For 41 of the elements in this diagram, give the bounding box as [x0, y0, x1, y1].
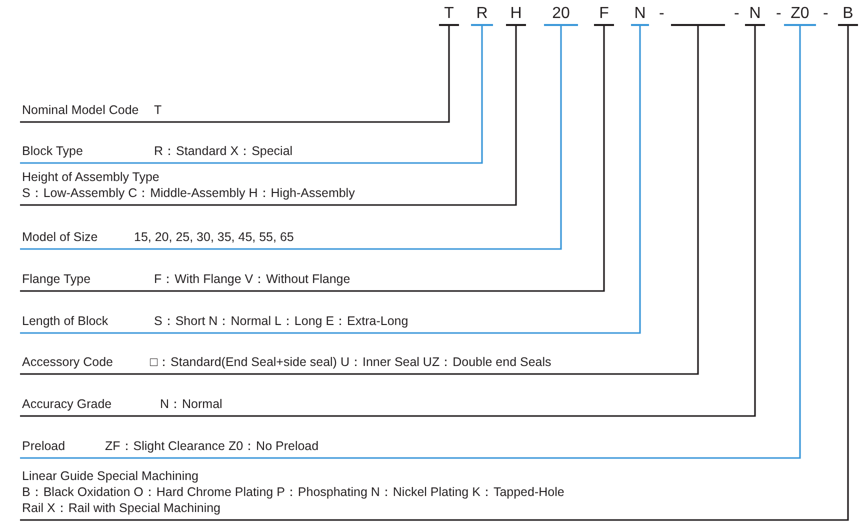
option-text: B：Black Oxidation O：Hard Chrome Plating P：Phosphating N：Nickel Plating K：Tapped-Hole Rail X：Rail with Special Machining: [22, 484, 566, 516]
code-character: Z0: [784, 4, 816, 26]
leader-line: [20, 26, 849, 521]
leader-line: [20, 26, 483, 164]
separator-dash: -: [823, 4, 828, 24]
option-text: F：With Flange V：Without Flange: [154, 271, 350, 287]
separator-dash: -: [776, 4, 782, 24]
option-text: T: [154, 102, 162, 118]
field-heading: Model of Size: [22, 229, 98, 245]
option-text: 15, 20, 25, 30, 35, 45, 55, 65: [134, 229, 294, 245]
leader-line: [20, 26, 641, 334]
option-text: S：Low-Assembly C：Middle-Assembly H：High-Assembly: [22, 185, 355, 201]
option-text: ZF：Slight Clearance Z0：No Preload: [105, 438, 319, 454]
field-heading: Block Type: [22, 143, 83, 159]
code-character: B: [838, 4, 858, 26]
field-heading: Linear Guide Special Machining: [22, 468, 200, 484]
code-character: H: [506, 4, 526, 26]
code-character: F: [594, 4, 614, 26]
code-character: N: [745, 4, 765, 26]
separator-dash: -: [734, 4, 740, 24]
leader-line: [20, 26, 562, 250]
option-text: □：Standard(End Seal+side seal) U：Inner Seal UZ：Double end Seals: [150, 354, 552, 370]
field-heading: Accessory Code: [22, 354, 114, 370]
field-heading: Height of Assembly Type: [22, 169, 160, 185]
leader-line: [20, 26, 517, 206]
code-character: 20: [544, 4, 578, 26]
leader-line: [20, 26, 450, 123]
separator-dash: -: [659, 4, 664, 24]
field-heading: Flange Type: [22, 271, 91, 287]
field-heading: Nominal Model Code: [22, 102, 139, 118]
field-heading: Preload: [22, 438, 66, 454]
leader-line: [20, 26, 699, 375]
code-character: R: [471, 4, 493, 26]
option-text: R：Standard X：Special: [154, 143, 293, 159]
field-heading: Length of Block: [22, 313, 108, 329]
code-character: N: [631, 4, 649, 26]
option-text: S：Short N：Normal L：Long E：Extra-Long: [154, 313, 408, 329]
code-character: T: [439, 4, 459, 26]
leader-line: [20, 26, 605, 292]
field-heading: Accuracy Grade: [22, 396, 112, 412]
option-text: N：Normal: [160, 396, 222, 412]
